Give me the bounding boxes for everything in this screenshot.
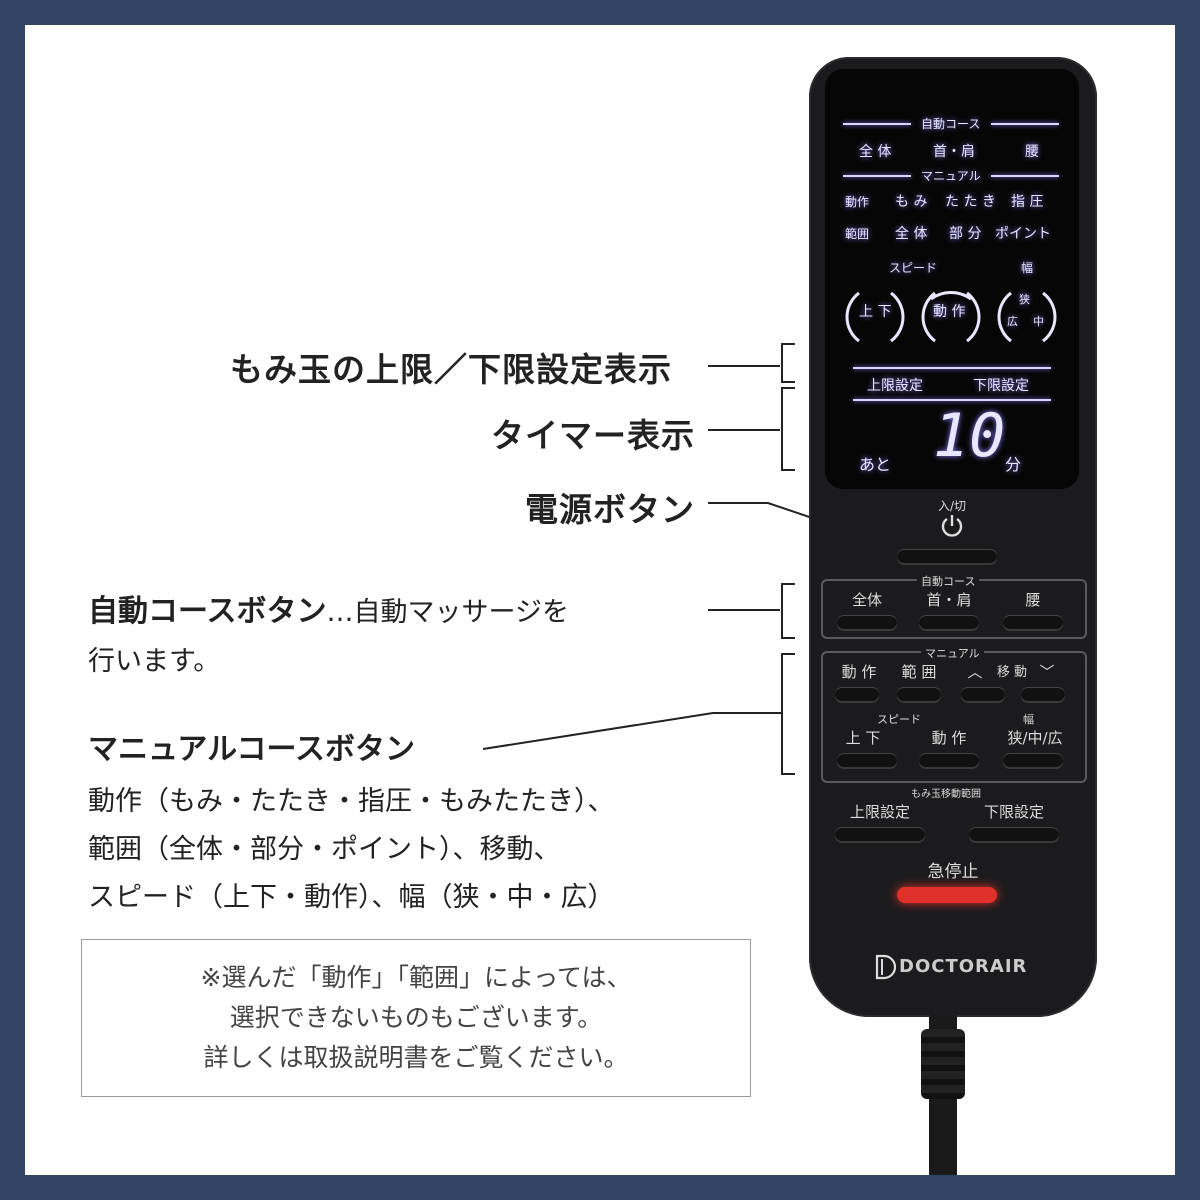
lower-limit-button[interactable]	[969, 827, 1059, 841]
upper-limit-label: 上限設定	[849, 803, 910, 821]
auto-course-panel-title: 自動コース	[917, 573, 980, 589]
auto-course-title: 自動コースボタン	[88, 594, 327, 629]
move-down-icon: ﹀	[1039, 663, 1055, 681]
speed-joge-button[interactable]	[837, 753, 897, 767]
limit-bracket	[781, 343, 795, 383]
lcd-kyo: 狭	[1019, 293, 1030, 306]
lcd-haba: 幅	[1021, 261, 1034, 275]
auto-callout-line	[708, 609, 780, 611]
haba-title: 幅	[1019, 711, 1038, 727]
lcd-dial-icons	[845, 291, 1057, 343]
manual-line1: 動作（もみ・たたき・指圧・もみたたき）、	[88, 786, 615, 817]
speed-title: スピード	[873, 711, 925, 727]
manual-callout-line	[483, 712, 781, 750]
note-line3: 詳しくは取扱説明書をご覧ください。	[203, 1043, 629, 1072]
auto-kubikata-button[interactable]	[919, 615, 979, 629]
auto-zentai-button[interactable]	[837, 615, 897, 629]
lcd-koshi: 腰	[1025, 144, 1039, 160]
momi-range-title: もみ玉移動範囲	[907, 785, 985, 800]
power-label: 入/切	[937, 499, 967, 513]
manual-panel: マニュアル 動 作 範 囲 ︿ 移 動 ﹀ スピード 幅 上 下 動 作 狭/中…	[821, 645, 1087, 783]
lcd-manual: マニュアル	[921, 169, 981, 183]
lcd-timer-value: 10	[933, 401, 1006, 471]
timer-callout-line	[708, 429, 780, 431]
emergency-stop-button[interactable]	[897, 887, 997, 903]
timer-bracket	[781, 387, 795, 471]
manual-title-text: マニュアルコースボタン	[88, 732, 415, 767]
manual-dosa-label: 動 作	[841, 663, 877, 681]
auto-koshi-button[interactable]	[1003, 615, 1063, 629]
lcd-auto-course: 自動コース	[921, 117, 981, 131]
remote-control: 自動コース 全 体 首・肩 腰 マニュアル 動作 も み た た き 指 圧 範…	[809, 57, 1097, 1017]
manual-bracket	[781, 653, 795, 775]
lcd-rule	[991, 175, 1059, 177]
lcd-point: ポイント	[995, 226, 1051, 242]
lcd-hanni-label: 範囲	[845, 227, 870, 241]
lcd-ato: あと	[859, 455, 892, 474]
lcd-bubun: 部 分	[949, 226, 982, 242]
auto-course-panel: 自動コース 全体 首・肩 腰	[821, 573, 1087, 639]
lower-limit-label: 下限設定	[983, 803, 1044, 821]
lcd-tataki: た た き	[945, 194, 996, 210]
brand-name: DOCTORAIR	[899, 956, 1028, 977]
note-box: ※選んだ「動作」「範囲」によっては、 選択できないものもございます。 詳しくは取…	[81, 939, 751, 1097]
power-button[interactable]	[897, 549, 997, 563]
upper-limit-button[interactable]	[835, 827, 925, 841]
lcd-rule	[843, 123, 911, 125]
cable-strain-relief	[921, 1029, 965, 1099]
lcd-momi: も み	[895, 194, 928, 210]
move-down-button[interactable]	[1021, 687, 1065, 701]
haba-button[interactable]	[1003, 753, 1063, 767]
doctorair-logo-icon	[875, 954, 897, 980]
lcd-rule	[853, 367, 1051, 369]
lcd-zentai2: 全 体	[895, 226, 928, 242]
limit-display-callout: もみ玉の上限／下限設定表示	[230, 350, 672, 389]
manual-hanni-button[interactable]	[897, 687, 941, 701]
manual-line3: スピード（上下・動作）、幅（狭・中・広）	[88, 882, 615, 913]
auto-course-callout: 自動コースボタン…自動マッサージを	[88, 587, 569, 637]
lcd-lower-limit: 下限設定	[973, 378, 1029, 394]
lcd-upper-limit: 上限設定	[867, 378, 923, 394]
auto-kubikata-label: 首・肩	[926, 591, 972, 609]
limit-callout-line	[708, 365, 780, 367]
manual-dosa-button[interactable]	[835, 687, 879, 701]
lcd-kubikata: 首・肩	[933, 144, 975, 160]
speed-joge-label: 上 下	[845, 729, 881, 747]
lcd-joge: 上 下	[859, 304, 892, 320]
lcd-dosa: 動 作	[933, 304, 966, 320]
lcd-rule	[843, 175, 911, 177]
lcd-rule	[853, 399, 1051, 401]
lcd-display: 自動コース 全 体 首・肩 腰 マニュアル 動作 も み た た き 指 圧 範…	[825, 69, 1079, 489]
manual-hanni-label: 範 囲	[901, 663, 937, 681]
manual-line2: 範囲（全体・部分・ポイント）、移動、	[88, 834, 561, 865]
move-up-icon: ︿	[967, 663, 983, 681]
lcd-chu: 中	[1033, 315, 1044, 328]
note-line1: ※選んだ「動作」「範囲」によっては、	[200, 963, 632, 992]
speed-dosa-button[interactable]	[919, 753, 979, 767]
timer-display-callout: タイマー表示	[491, 416, 695, 455]
auto-koshi-label: 腰	[1025, 591, 1041, 609]
power-icon	[941, 515, 963, 537]
auto-course-desc: …自動マッサージを	[326, 597, 569, 628]
manual-panel-title: マニュアル	[921, 645, 984, 661]
lcd-shiatsu: 指 圧	[1011, 194, 1044, 210]
auto-bracket	[781, 583, 795, 639]
move-up-button[interactable]	[961, 687, 1005, 701]
power-button-callout: 電源ボタン	[525, 490, 695, 529]
lcd-rule	[991, 123, 1059, 125]
auto-course-desc2: 行います。	[88, 646, 221, 677]
lcd-fun: 分	[1005, 455, 1022, 474]
lcd-zentai: 全 体	[859, 144, 892, 160]
manual-ido-label: 移 動	[996, 665, 1028, 680]
note-line2: 選択できないものもございます。	[229, 1003, 603, 1032]
speed-dosa-label: 動 作	[931, 729, 967, 747]
lcd-ko: 広	[1007, 315, 1018, 328]
manual-title: マニュアルコースボタン	[88, 725, 415, 775]
emergency-stop-label: 急停止	[927, 862, 979, 882]
speed-haba-label: 狭/中/広	[1007, 729, 1063, 747]
page-canvas: もみ玉の上限／下限設定表示 タイマー表示 電源ボタン 自動コースボタン…自動マッ…	[25, 25, 1175, 1175]
lcd-dosa-label: 動作	[845, 195, 870, 209]
lcd-speed: スピード	[889, 261, 938, 275]
auto-zentai-label: 全体	[851, 591, 882, 609]
